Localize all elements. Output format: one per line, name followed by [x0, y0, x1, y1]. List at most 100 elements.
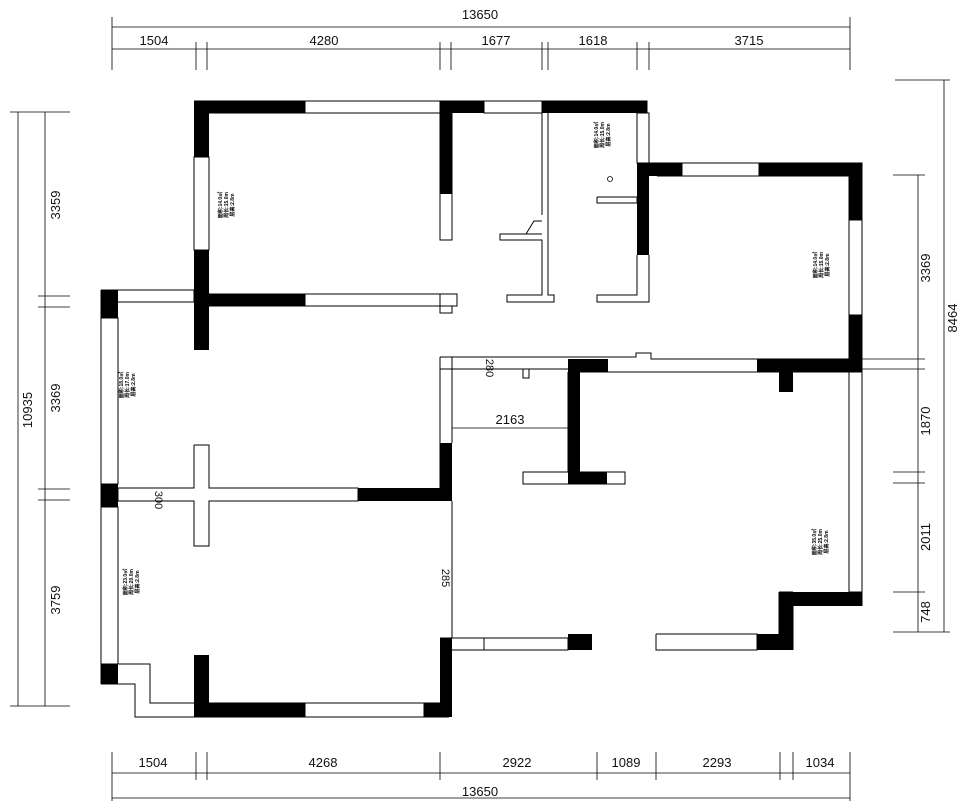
bottom-segment-dim: 2293 [703, 755, 732, 770]
bottom-total-dim: 13650 [462, 784, 498, 799]
wall-block [440, 443, 452, 501]
interior-dimensions: 280 2163 300 285 [152, 359, 524, 587]
wall-block [194, 250, 209, 350]
interior-wall-line [118, 663, 194, 704]
window [304, 702, 425, 718]
svg-text:周长:15.0m: 周长:15.0m [818, 252, 825, 278]
wall-block [779, 372, 793, 392]
svg-text:层高:2.8m: 层高:2.8m [130, 373, 137, 398]
wall-block [568, 372, 580, 484]
window [100, 506, 119, 665]
svg-text:面积:23.0㎡: 面积:23.0㎡ [122, 569, 129, 595]
svg-text:层高:2.8m: 层高:2.8m [229, 193, 236, 218]
wall-block [101, 664, 118, 684]
wall-block [440, 113, 452, 194]
room-label: 面积:35.0㎡ 周长:25.0m 层高:2.8m [811, 529, 830, 556]
svg-text:面积:18.0㎡: 面积:18.0㎡ [118, 372, 125, 398]
wall-block [637, 176, 649, 255]
left-segment-dim: 3369 [48, 384, 63, 413]
interior-wall-line [439, 356, 453, 370]
room-label: 面积:23.0㎡ 周长:20.0m 层高:2.8m [122, 569, 141, 596]
window [483, 637, 569, 651]
room-label: 面积:18.0㎡ 周长:17.0m 层高:2.8m [118, 372, 137, 399]
right-total-dim: 8464 [945, 304, 960, 333]
wall-block [440, 638, 452, 717]
floor-drain-icon [607, 176, 613, 182]
top-segment-dim: 1618 [579, 33, 608, 48]
window [100, 317, 119, 485]
right-segment-dim: 748 [918, 601, 933, 623]
room-label: 面积:14.0㎡ 周长:15.0m 层高:2.8m [812, 252, 831, 279]
wall-block [849, 315, 862, 372]
interior-wall-line [522, 369, 530, 379]
bottom-segment-dim: 1089 [612, 755, 641, 770]
svg-text:面积:35.0㎡: 面积:35.0㎡ [811, 529, 818, 555]
windows [100, 100, 863, 718]
svg-text:面积:14.0㎡: 面积:14.0㎡ [593, 122, 600, 148]
interior-wall-line [596, 196, 638, 204]
wall-block [194, 655, 209, 717]
bottom-dimension-chain: 1504 4268 2922 1089 2293 1034 13650 [111, 752, 851, 801]
wall-outlines [100, 100, 863, 718]
wall-block [759, 163, 862, 176]
interior-wall-line [596, 255, 650, 303]
wall-block [637, 163, 682, 176]
window [848, 219, 863, 316]
left-segment-dim: 3359 [48, 191, 63, 220]
top-segment-dim: 1504 [140, 33, 169, 48]
wall-block [209, 703, 305, 717]
svg-text:周长:17.0m: 周长:17.0m [124, 372, 131, 398]
wall-block [849, 176, 862, 220]
top-segment-dim: 1677 [482, 33, 511, 48]
bottom-segment-dim: 1034 [806, 755, 835, 770]
wall-block [101, 290, 118, 318]
wall-block [580, 472, 607, 484]
top-segment-dim: 4280 [310, 33, 339, 48]
interior-wall-line [499, 113, 555, 303]
wall-offset-dim: 300 [152, 491, 164, 509]
wall-offset-dim: 285 [439, 569, 451, 587]
svg-text:周长:15.0m: 周长:15.0m [223, 192, 230, 218]
right-segment-dim: 2011 [918, 523, 933, 551]
corridor-width-dim: 2163 [496, 412, 525, 427]
svg-text:层高:2.8m: 层高:2.8m [823, 530, 830, 555]
wall-block [542, 101, 647, 113]
svg-text:层高:2.8m: 层高:2.8m [824, 253, 831, 278]
bottom-segment-dim: 4268 [309, 755, 338, 770]
room-label: 面积:14.0㎡ 周长:15.0m 层高:2.8m [217, 192, 236, 219]
svg-text:面积:14.0㎡: 面积:14.0㎡ [812, 252, 819, 278]
window [636, 112, 650, 164]
solid-walls [101, 101, 862, 717]
top-total-dim: 13650 [462, 7, 498, 22]
exterior-wall-line [101, 683, 194, 718]
wall-block [568, 359, 608, 372]
window [193, 156, 210, 251]
door-swing [525, 220, 542, 235]
wall-block [757, 359, 849, 372]
interior-wall-line [452, 352, 862, 360]
right-segment-dim: 1870 [918, 407, 933, 436]
window [483, 100, 543, 114]
top-dimension-chain: 13650 1504 4280 1677 1618 3715 [111, 7, 851, 70]
bottom-segment-dim: 1504 [139, 755, 168, 770]
wall-block [101, 484, 118, 507]
right-segment-dim: 3369 [918, 254, 933, 283]
wall-block [194, 101, 305, 113]
window [848, 371, 863, 593]
wall-block [793, 592, 862, 606]
svg-text:面积:14.0㎡: 面积:14.0㎡ [217, 192, 224, 218]
exterior-wall-line [194, 100, 863, 606]
top-segment-dim: 3715 [735, 33, 764, 48]
wall-offset-dim: 280 [483, 359, 495, 377]
room-label: 面积:14.0㎡ 周长:15.0m 层高:2.8m [593, 122, 612, 149]
wall-block [194, 101, 209, 157]
interior-wall-line [439, 306, 453, 314]
svg-text:周长:25.0m: 周长:25.0m [817, 529, 824, 555]
wall-block [568, 634, 592, 650]
svg-text:周长:15.0m: 周长:15.0m [599, 122, 606, 148]
left-dimension-chain: 3359 3369 3759 10935 [10, 111, 70, 707]
right-dimension-chain: 3369 1870 2011 748 8464 [860, 79, 960, 633]
interior-wall-line [655, 633, 758, 651]
